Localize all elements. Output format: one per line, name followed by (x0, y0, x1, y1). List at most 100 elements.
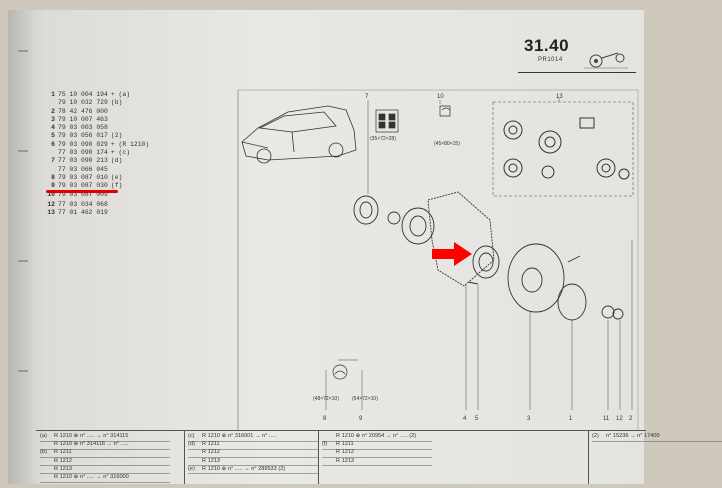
footer-row-text: R 1211 (336, 441, 354, 448)
parts-list-note: (2) (110, 132, 123, 140)
parts-list-note: + (a) (110, 91, 131, 98)
parts-list-note: (e) (110, 173, 123, 181)
parts-list-ref: 79 03 087 009 (58, 190, 108, 198)
parts-list-note: (d) (110, 157, 123, 165)
footer-row-text: n° 15236 → n° 17400 (606, 433, 660, 439)
footer-tag: (e) (188, 465, 195, 472)
footer-row-text: R 1210 ⊕ n° 316001 → n° ..... (202, 433, 277, 439)
parts-list-note: + (c) (110, 149, 131, 157)
footer-row-text: R 1210 ⊕ n° ..... → n° 289533 (2) (202, 465, 286, 472)
bearing-callout-top (439, 105, 451, 117)
footer-row-text: R 1213 (202, 457, 221, 464)
parts-list-ref: 79 03 090 029 (58, 140, 108, 148)
footer-row-text: R 1210 ⊕ n° ..... → n° 314115 (54, 433, 129, 439)
header-rule (518, 72, 636, 73)
leader-lines (325, 98, 633, 410)
parts-list-index: 2 (51, 107, 55, 115)
parts-list-index: 5 (51, 132, 55, 140)
parts-list-ref: 77 03 090 174 (58, 149, 108, 157)
part-number-12: 12 (616, 416, 623, 422)
hub-thumbnail-icon (584, 52, 628, 69)
book-spine (8, 10, 34, 484)
parts-list-ref: 79 03 056 017 (58, 132, 108, 140)
parts-list-ref: 77 03 090 213 (58, 157, 108, 165)
part-number-2: 2 (629, 416, 633, 422)
part-number-9: 9 (359, 416, 363, 422)
bearing-callout-bottom (332, 364, 348, 380)
footer-table: (a) R 1210 ⊕ n° ..... → n° 314115 R 1210 ⊕… (36, 430, 722, 484)
footer-tag: (c) (188, 433, 195, 439)
bearing-callout-bottom-left-label: (48×72×10) (313, 396, 339, 402)
red-arrow-icon (432, 242, 472, 266)
footer-tag: (d) (188, 441, 195, 448)
bearing-callout-bottom-right-label: (54×72×10) (352, 396, 378, 402)
parts-list-index: 3 (51, 115, 55, 123)
footer-row-text: R 1212 (202, 449, 221, 456)
part-number-3: 3 (527, 416, 531, 422)
parts-list-ref: 79 03 087 030 (58, 182, 108, 190)
part-number-1: 1 (569, 416, 573, 422)
car-sketch (241, 105, 357, 164)
parts-list-ref: 78 42 476 000 (58, 107, 108, 115)
bearing-callout-top-label: (45×80×15) (434, 141, 460, 147)
parts-list-row: 79 10 032 729(b) (46, 99, 149, 107)
footer-tag: (2) (592, 433, 599, 439)
parts-list-index: 4 (51, 124, 55, 132)
parts-list-index: 6 (51, 140, 55, 148)
footer-row-text: R 1210 ⊕ n° 314116 → n° ..... (54, 441, 129, 448)
seal-callout (375, 109, 399, 133)
footer-tag: (f) (322, 441, 328, 448)
parts-list-index: 7 (51, 157, 55, 165)
part-number-5: 5 (475, 416, 479, 422)
part-number-8: 8 (323, 416, 327, 422)
footer-row-text: R 1213 (336, 457, 355, 464)
part-number-11: 11 (603, 416, 610, 422)
footer-row-text: R 1211 (202, 441, 220, 448)
part-number-10: 10 (437, 94, 444, 100)
exploded-diagram: (35×72×28) (45×80×15) (237, 89, 639, 430)
parts-list-note: (f) (110, 182, 123, 190)
footer-row-text: R 1210 ⊕ n° 20954 → n° ..... (2) (336, 433, 417, 439)
parts-list-ref: 79 03 087 010 (58, 173, 108, 181)
parts-list-ref: 77 01 462 019 (58, 209, 108, 217)
main-assembly (353, 191, 624, 321)
parts-list-ref: 79 10 007 463 (58, 115, 108, 123)
parts-list-index: 13 (47, 209, 55, 217)
part-number-4: 4 (463, 416, 467, 422)
parts-list-ref: 77 03 066 045 (58, 165, 108, 173)
parts-list-index: 12 (47, 200, 55, 208)
footer-row-text: R 1211 (54, 449, 72, 456)
footer-row-text: R 1210 ⊕ n° ..... → n° 316000 (54, 474, 129, 480)
parts-list-index: 1 (51, 91, 55, 98)
parts-list-row: 77 03 066 045 (46, 166, 149, 174)
parts-list-index: 8 (51, 173, 55, 181)
parts-list-ref: 75 10 004 194 (58, 91, 108, 98)
footer-tag: (b) (40, 449, 47, 456)
part-number-13: 13 (556, 94, 563, 100)
part-number-7: 7 (365, 94, 369, 100)
parts-list-ref: 79 03 003 058 (58, 124, 108, 132)
seal-callout-label: (35×72×28) (370, 136, 396, 142)
footer-tag: (a) (40, 433, 47, 439)
parts-list-index: 10 (47, 190, 55, 198)
parts-list-note: + (R 1210) (110, 140, 150, 148)
parts-list-ref: 77 03 034 068 (58, 200, 108, 208)
kit-box (492, 101, 634, 197)
red-highlight-underline (46, 190, 118, 193)
footer-row-text: R 1212 (54, 457, 73, 464)
kit-parts (503, 117, 630, 180)
parts-list-row: 77 03 090 174+ (c) (46, 149, 149, 157)
parts-list-ref: 79 10 032 729 (58, 99, 108, 107)
footer-row-text: R 1213 (54, 465, 73, 472)
page-sub-code: PR1014 (538, 57, 563, 63)
